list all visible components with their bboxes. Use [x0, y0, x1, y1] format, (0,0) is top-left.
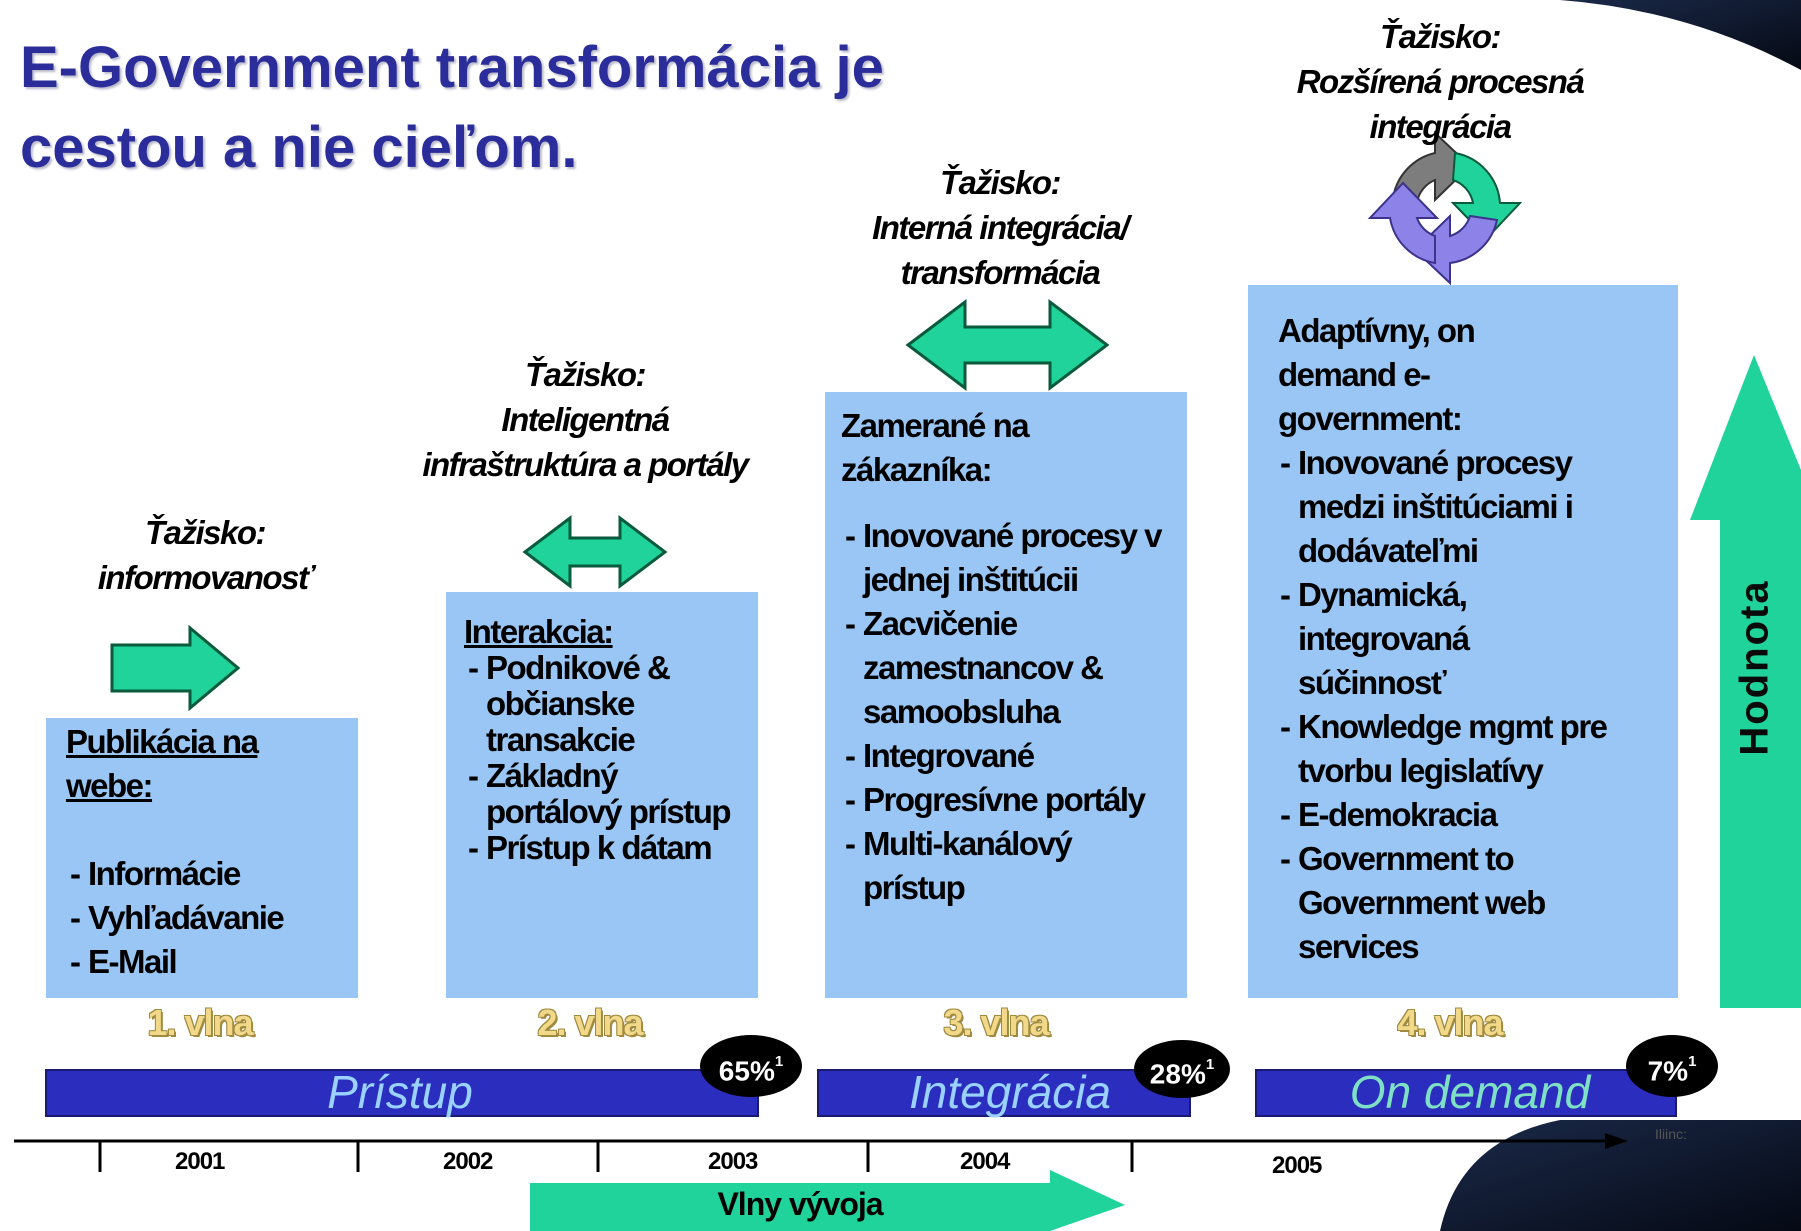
wave-box-1: Publikácia na webe: Informácie Vyhľadáva… [46, 718, 358, 998]
focus-wave-1: Ťažisko: informovanosť [60, 510, 350, 600]
percent-value: 28% [1149, 1058, 1206, 1090]
item-list: Podnikové & občianske transakcie Základn… [464, 650, 738, 867]
box-heading: Adaptívny, on demand e-government: [1278, 312, 1476, 437]
page-title: E-Government transformácia je cestou a n… [20, 35, 884, 180]
item-list: Inovované procesy medzi inštitúciami i d… [1276, 441, 1658, 969]
wave-label-3: 3. vlna [943, 1002, 1049, 1043]
list-item: Inovované procesy medzi inštitúciami i d… [1276, 441, 1658, 573]
list-item: Integrované [841, 734, 1167, 778]
year-label: 2005 [1272, 1152, 1322, 1179]
development-label: Vlny vývoja [717, 1186, 883, 1222]
axis-note: Iliinc: [1655, 1126, 1687, 1142]
wave-box-3: Zamerané na zákazníka: Inovované procesy… [825, 392, 1187, 998]
corner-decoration-bottom [1440, 1120, 1801, 1231]
wave-box-2: Interakcia: Podnikové & občianske transa… [446, 592, 758, 998]
list-item: Základný portálový prístup [464, 758, 738, 830]
focus-text: informovanosť [97, 559, 314, 596]
item-list: Informácie Vyhľadávanie E-Mail [66, 852, 358, 984]
item-list: Inovované procesy v jednej inštitúcii Za… [841, 514, 1167, 910]
focus-label: Ťažisko: [1379, 18, 1502, 55]
year-label: 2001 [175, 1148, 225, 1175]
wave-label-2: 2. vlna [537, 1002, 643, 1043]
list-item: Progresívne portály [841, 778, 1167, 822]
list-item: E-Mail [66, 940, 358, 984]
focus-label: Ťažisko: [144, 514, 267, 551]
list-item: Government to Government web services [1276, 837, 1658, 969]
focus-text: Inteligentná infraštruktúra a portály [422, 401, 749, 483]
year-label: 2002 [443, 1148, 493, 1175]
wave-label-4: 4. vlna [1397, 1002, 1503, 1043]
list-item: Inovované procesy v jednej inštitúcii [841, 514, 1167, 602]
focus-wave-4: Ťažisko: Rozšírená procesná integrácia [1255, 14, 1625, 149]
focus-label: Ťažisko: [939, 164, 1062, 201]
percent-badge: 65%1 [700, 1035, 802, 1097]
percent-value: 7% [1647, 1055, 1689, 1087]
double-arrow-icon [905, 298, 1110, 392]
wave-label-1: 1. vlna [147, 1002, 253, 1043]
box-heading: Interakcia: [464, 613, 614, 650]
corner-decoration-top [1560, 0, 1801, 70]
wave-box-4: Adaptívny, on demand e-government: Inovo… [1248, 285, 1678, 998]
timeline-arrow-icon [1605, 1133, 1628, 1149]
box-heading: Publikácia na webe: [66, 723, 259, 804]
focus-label: Ťažisko: [524, 356, 647, 393]
double-arrow-icon [522, 514, 668, 590]
year-label: 2003 [708, 1148, 758, 1175]
percent-badge: 7%1 [1626, 1035, 1718, 1097]
value-label: Hodnota [1732, 579, 1777, 756]
cycle-arrows-icon [1367, 130, 1523, 286]
list-item: E-demokracia [1276, 793, 1658, 837]
development-arrow-icon [530, 1170, 1125, 1231]
footnote-mark: 1 [1205, 1056, 1215, 1073]
focus-wave-2: Ťažisko: Inteligentná infraštruktúra a p… [345, 352, 825, 487]
list-item: Multi-kanálový prístup [841, 822, 1167, 910]
band-label-integration: Integrácia [908, 1066, 1111, 1118]
band-label-access: Prístup [327, 1066, 473, 1118]
percent-value: 65% [718, 1055, 775, 1087]
focus-wave-3: Ťažisko: Interná integrácia/ transformác… [830, 160, 1170, 295]
percent-badge: 28%1 [1134, 1040, 1230, 1098]
band-bar [45, 1069, 759, 1117]
year-label: 2004 [960, 1148, 1010, 1175]
list-item: Informácie [66, 852, 358, 896]
list-item: Dynamická, integrovaná súčinnosť [1276, 573, 1658, 705]
band-bar [817, 1069, 1191, 1117]
value-arrow-icon [1690, 355, 1801, 1008]
footnote-mark: 1 [1688, 1053, 1697, 1070]
focus-text: Interná integrácia/ transformácia [872, 209, 1129, 291]
box-heading: Zamerané na zákazníka: [841, 407, 1030, 488]
focus-text: Rozšírená procesná integrácia [1296, 63, 1585, 145]
list-item: Knowledge mgmt pre tvorbu legislatívy [1276, 705, 1658, 793]
band-label-on-demand: On demand [1349, 1066, 1591, 1118]
list-item: Vyhľadávanie [66, 896, 358, 940]
list-item: Zacvičenie zamestnancov & samoobsluha [841, 602, 1167, 734]
list-item: Prístup k dátam [464, 830, 738, 867]
footnote-mark: 1 [774, 1053, 784, 1070]
list-item: Podnikové & občianske transakcie [464, 650, 738, 758]
arrow-right-icon [110, 624, 241, 712]
